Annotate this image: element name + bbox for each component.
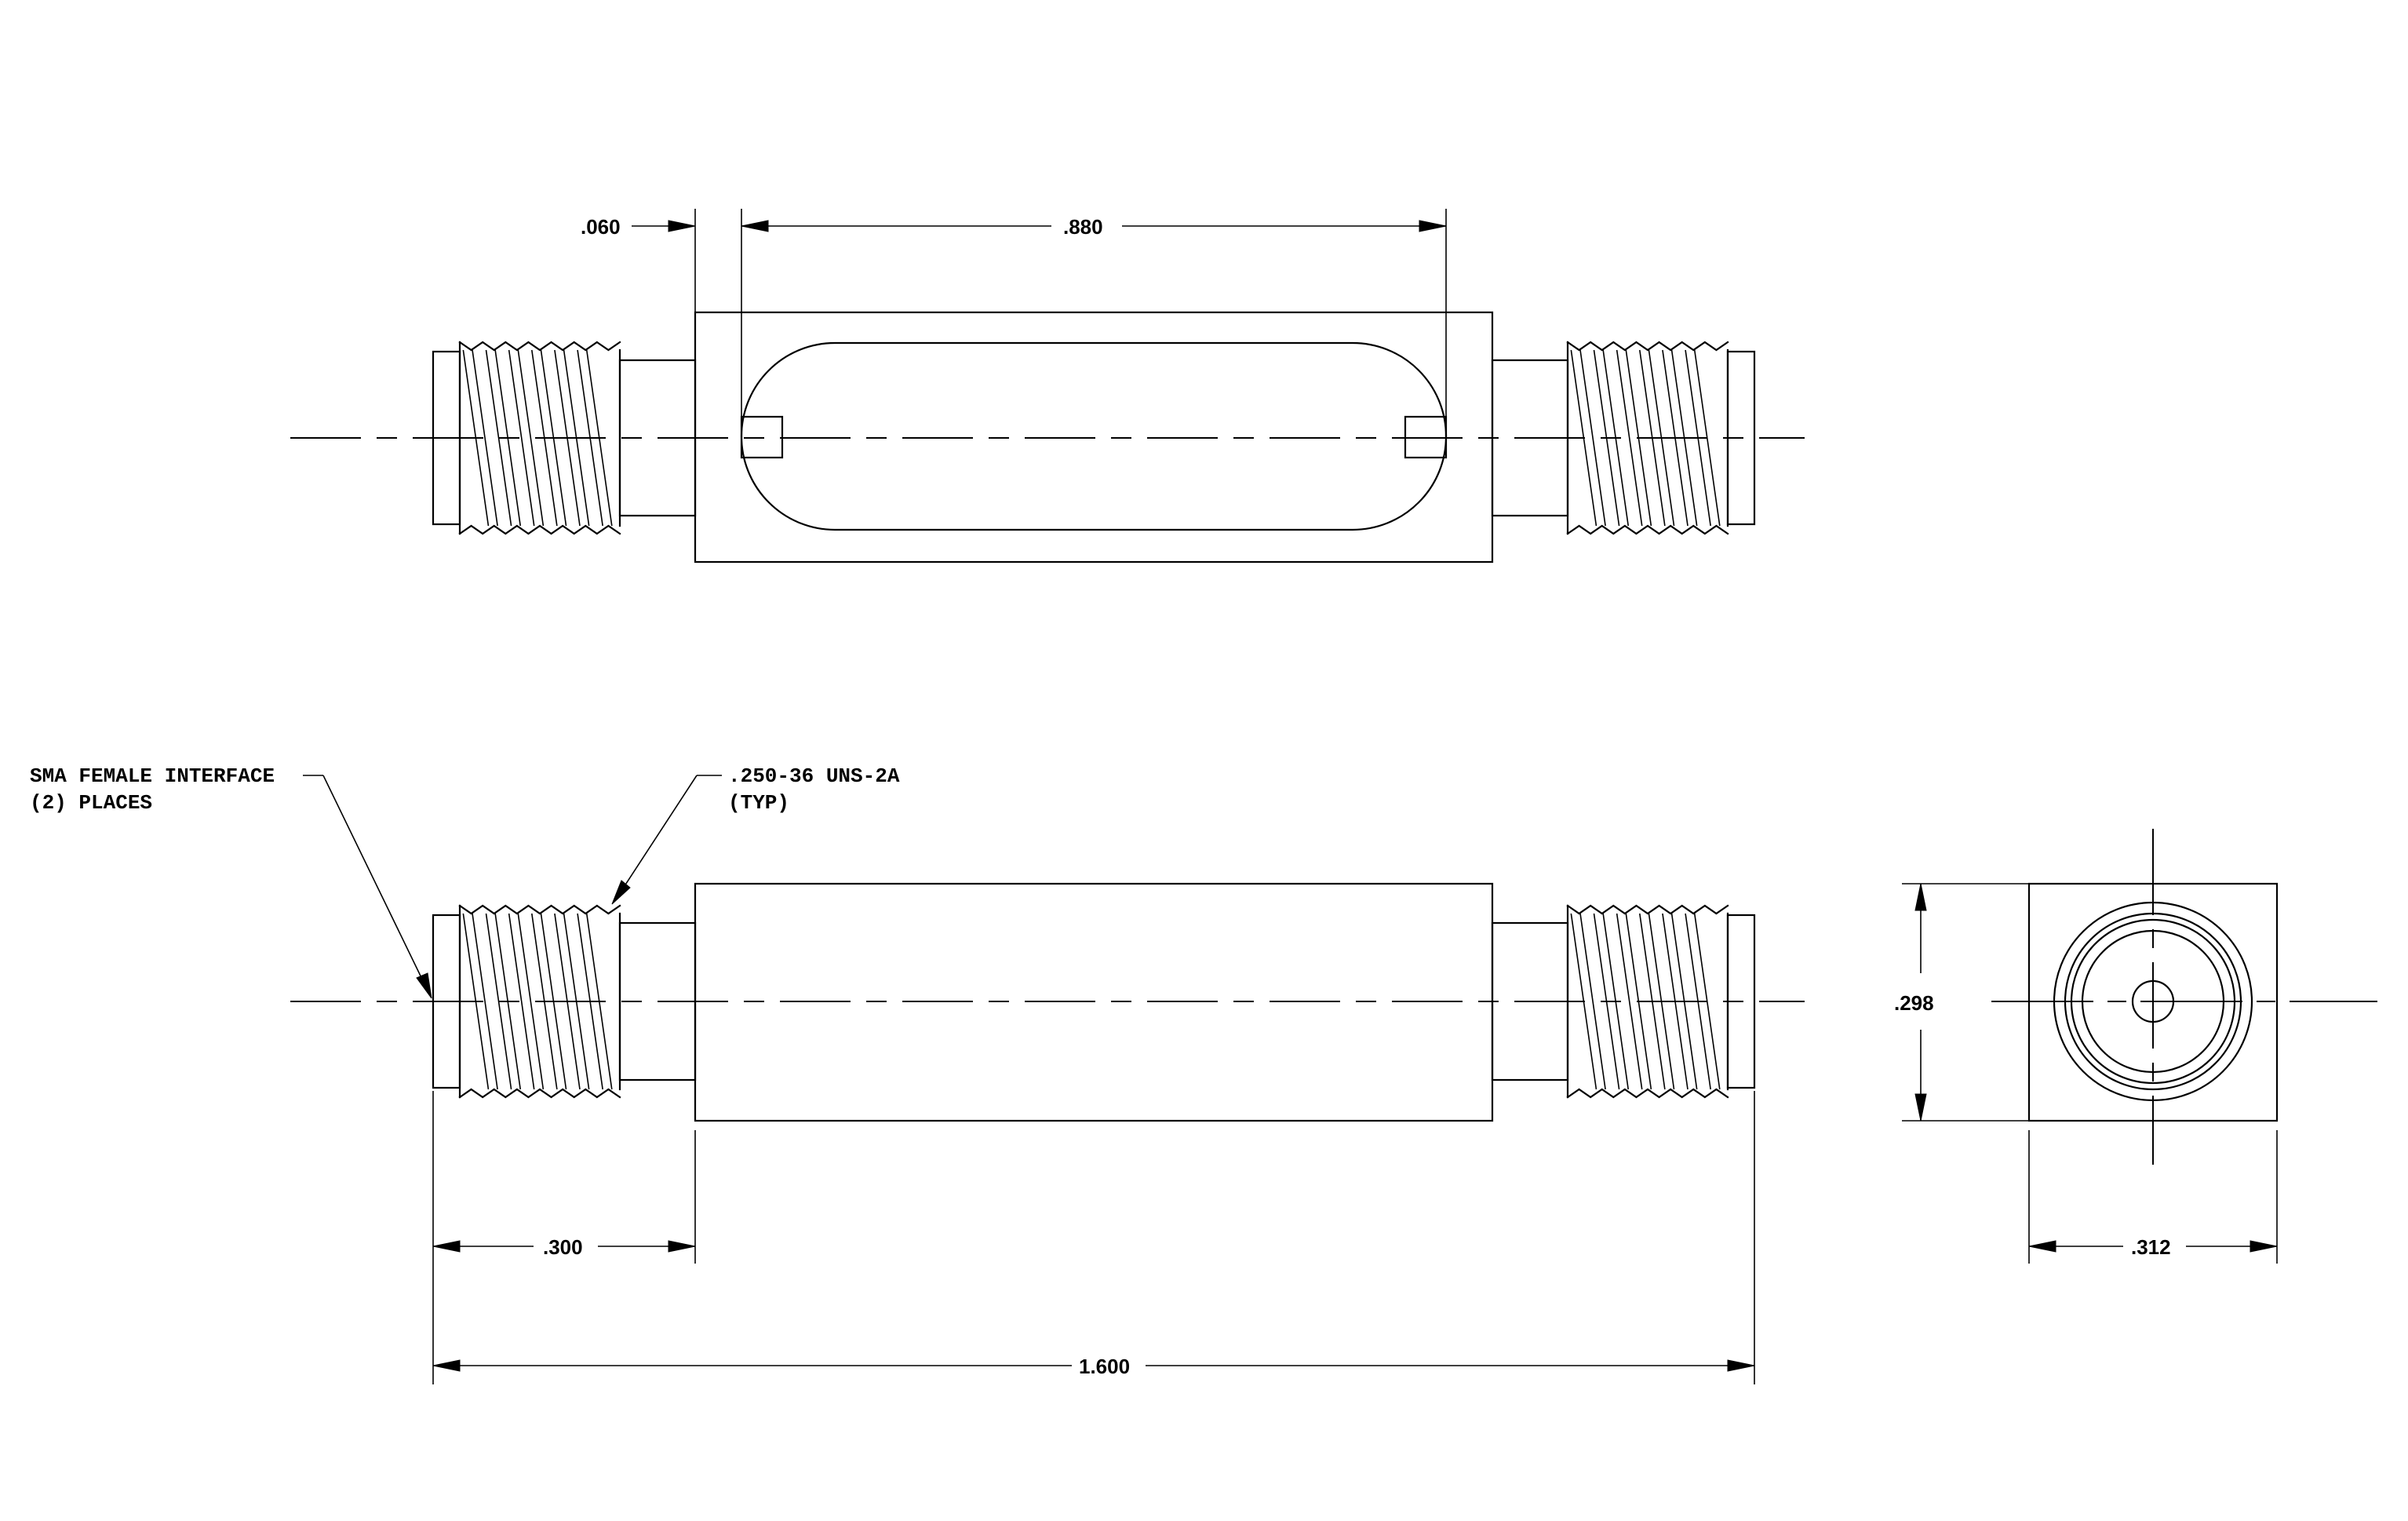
callout-thread-line1: .250-36 UNS-2A xyxy=(728,764,900,788)
dimension-880-label: .880 xyxy=(1063,215,1103,239)
callout-thread-line2: (TYP) xyxy=(728,791,789,815)
callout-sma-line1: SMA FEMALE INTERFACE xyxy=(30,764,275,788)
front-left-connector-thread xyxy=(458,904,621,1099)
front-right-connector-flange xyxy=(1726,914,1756,1089)
top-view-slot xyxy=(740,341,1448,531)
dimension-300-label: .300 xyxy=(543,1235,583,1259)
callout-sma-interface: SMA FEMALE INTERFACE (2) PLACES xyxy=(30,764,432,999)
dimension-880: .880 xyxy=(741,209,1447,438)
dimension-060: .060 xyxy=(581,209,696,312)
dimension-312: .312 xyxy=(2028,1130,2278,1264)
dimension-298: .298 xyxy=(1894,883,2029,1122)
dimension-060-label: .060 xyxy=(581,215,621,239)
end-view-ring-3 xyxy=(2070,918,2236,1085)
dimension-298-label: .298 xyxy=(1894,991,1934,1015)
callout-sma-line2: (2) PLACES xyxy=(30,791,152,815)
top-left-connector-flange xyxy=(432,350,461,526)
top-left-connector-thread xyxy=(458,341,621,535)
end-view-ring-2 xyxy=(2064,912,2242,1091)
dimension-1600: 1.600 xyxy=(432,1091,1755,1384)
top-view: .060 .880 xyxy=(290,209,1805,564)
end-view-center-pin xyxy=(2131,979,2175,1023)
end-view-dielectric xyxy=(2081,929,2225,1074)
end-view: .298 .312 xyxy=(1894,829,2377,1264)
end-view-outer-ring xyxy=(2053,901,2253,1102)
dimension-1600-label: 1.600 xyxy=(1079,1355,1130,1378)
top-right-connector-flange xyxy=(1726,350,1756,526)
callout-thread: .250-36 UNS-2A (TYP) xyxy=(611,764,900,905)
dimension-300: .300 xyxy=(432,1091,696,1384)
front-view: SMA FEMALE INTERFACE (2) PLACES .250-36 … xyxy=(30,764,1805,1384)
dimension-312-label: .312 xyxy=(2131,1235,2171,1259)
front-left-connector-flange xyxy=(432,914,461,1089)
